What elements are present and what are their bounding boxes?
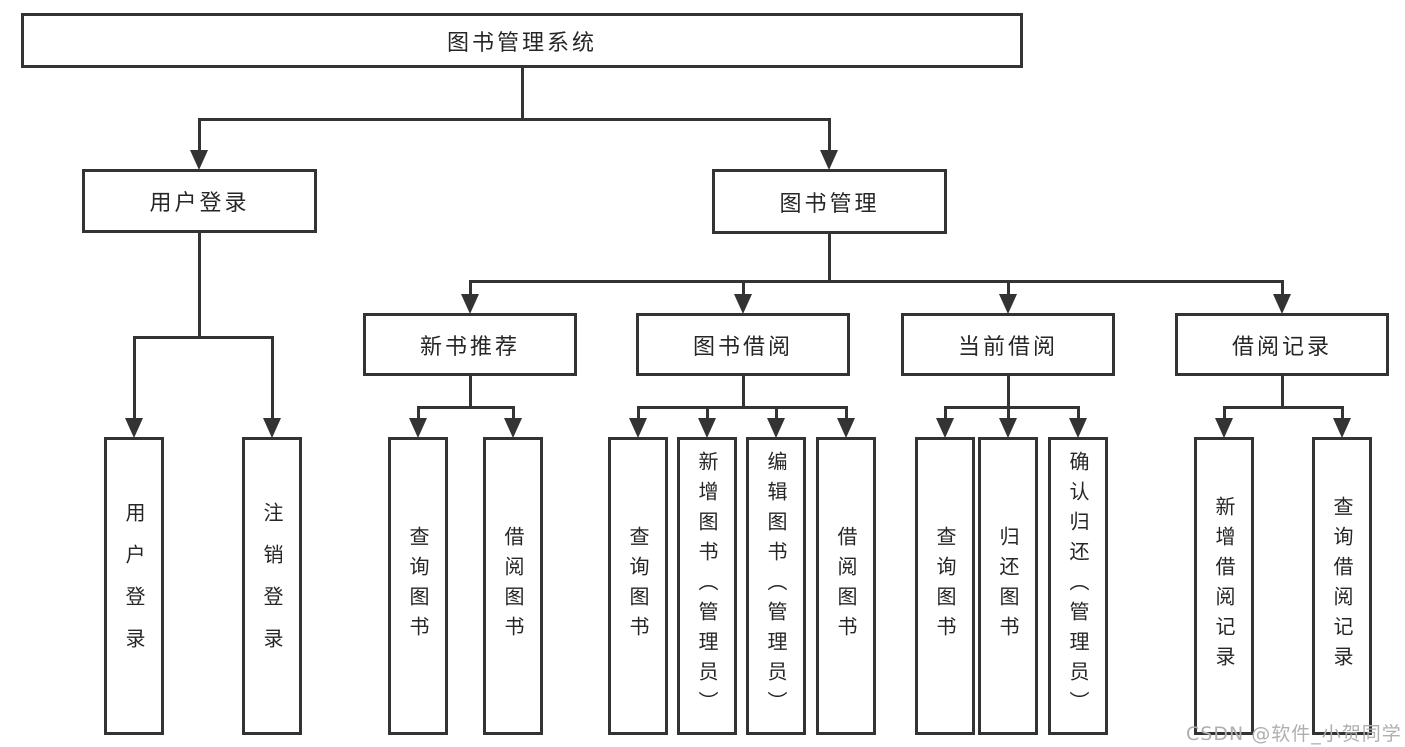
arrow-down-icon (698, 406, 716, 438)
arrow-down-icon (504, 406, 522, 438)
node-library-system: 图书管理系统 (21, 13, 1023, 68)
leaf-label: 用户登录 (122, 502, 146, 670)
arrow-down-icon (1273, 280, 1291, 314)
watermark: CSDN @软件_小贺同学 (1186, 723, 1402, 745)
node-borrowing-records: 借阅记录 (1175, 313, 1389, 376)
node-new-book-recommendation: 新书推荐 (363, 313, 577, 376)
leaf-label: 注销登录 (260, 502, 284, 670)
arrow-down-icon (409, 406, 427, 438)
connector-vline (198, 233, 201, 336)
connector-vline (827, 234, 831, 280)
connector-vline (741, 376, 745, 406)
arrow-down-icon (263, 336, 281, 438)
connector-vline (1006, 376, 1010, 406)
arrow-down-icon (629, 406, 647, 438)
connector-hline (132, 336, 274, 339)
leaf-label: 新增借阅记录 (1212, 496, 1236, 676)
connector-hline (416, 406, 515, 409)
node-book-borrowing: 图书借阅 (636, 313, 850, 376)
arrow-down-icon (999, 406, 1017, 438)
leaf-return-books: 归还图书 (978, 437, 1038, 735)
leaf-search-books-recommend: 查询图书 (388, 437, 448, 735)
arrow-down-icon (1069, 406, 1087, 438)
arrow-down-icon (461, 280, 479, 314)
connector-vline (520, 68, 524, 118)
leaf-label: 编辑图书（管理员） (764, 451, 788, 721)
arrow-down-icon (1333, 406, 1351, 438)
leaf-label: 归还图书 (996, 526, 1020, 646)
connector-vline (1280, 376, 1284, 406)
leaf-borrow-books-borrow: 借阅图书 (816, 437, 876, 735)
leaf-search-books-current: 查询图书 (915, 437, 975, 735)
arrow-down-icon (734, 280, 752, 314)
connector-vline (468, 376, 472, 406)
leaf-search-books-borrow: 查询图书 (608, 437, 668, 735)
leaf-edit-books-admin: 编辑图书（管理员） (746, 437, 806, 735)
node-current-borrowing: 当前借阅 (901, 313, 1115, 376)
leaf-label: 借阅图书 (834, 526, 858, 646)
arrow-down-icon (190, 118, 208, 170)
arrow-down-icon (125, 336, 143, 438)
leaf-borrow-books-recommend: 借阅图书 (483, 437, 543, 735)
leaf-label: 确认归还（管理员） (1066, 451, 1090, 721)
leaf-confirm-return-admin: 确认归还（管理员） (1048, 437, 1108, 735)
leaf-search-borrow-record: 查询借阅记录 (1312, 437, 1372, 735)
connector-hline (943, 406, 1080, 409)
connector-hline (468, 280, 1284, 283)
leaf-add-borrow-record: 新增借阅记录 (1194, 437, 1254, 735)
leaf-label: 新增图书（管理员） (695, 451, 719, 721)
leaf-label: 查询借阅记录 (1330, 496, 1354, 676)
leaf-label: 查询图书 (626, 526, 650, 646)
leaf-label: 借阅图书 (501, 526, 525, 646)
arrow-down-icon (767, 406, 785, 438)
arrow-down-icon (837, 406, 855, 438)
arrow-down-icon (936, 406, 954, 438)
leaf-logout-login: 注销登录 (242, 437, 302, 735)
node-book-management: 图书管理 (712, 169, 947, 234)
arrow-down-icon (820, 118, 838, 170)
connector-hline (1222, 406, 1344, 409)
leaf-label: 查询图书 (406, 526, 430, 646)
leaf-add-books-admin: 新增图书（管理员） (677, 437, 737, 735)
node-user-login: 用户登录 (82, 169, 317, 233)
arrow-down-icon (999, 280, 1017, 314)
leaf-user-login: 用户登录 (104, 437, 164, 735)
connector-hline (636, 406, 848, 409)
arrow-down-icon (1215, 406, 1233, 438)
connector-hline (197, 118, 831, 121)
leaf-label: 查询图书 (933, 526, 957, 646)
